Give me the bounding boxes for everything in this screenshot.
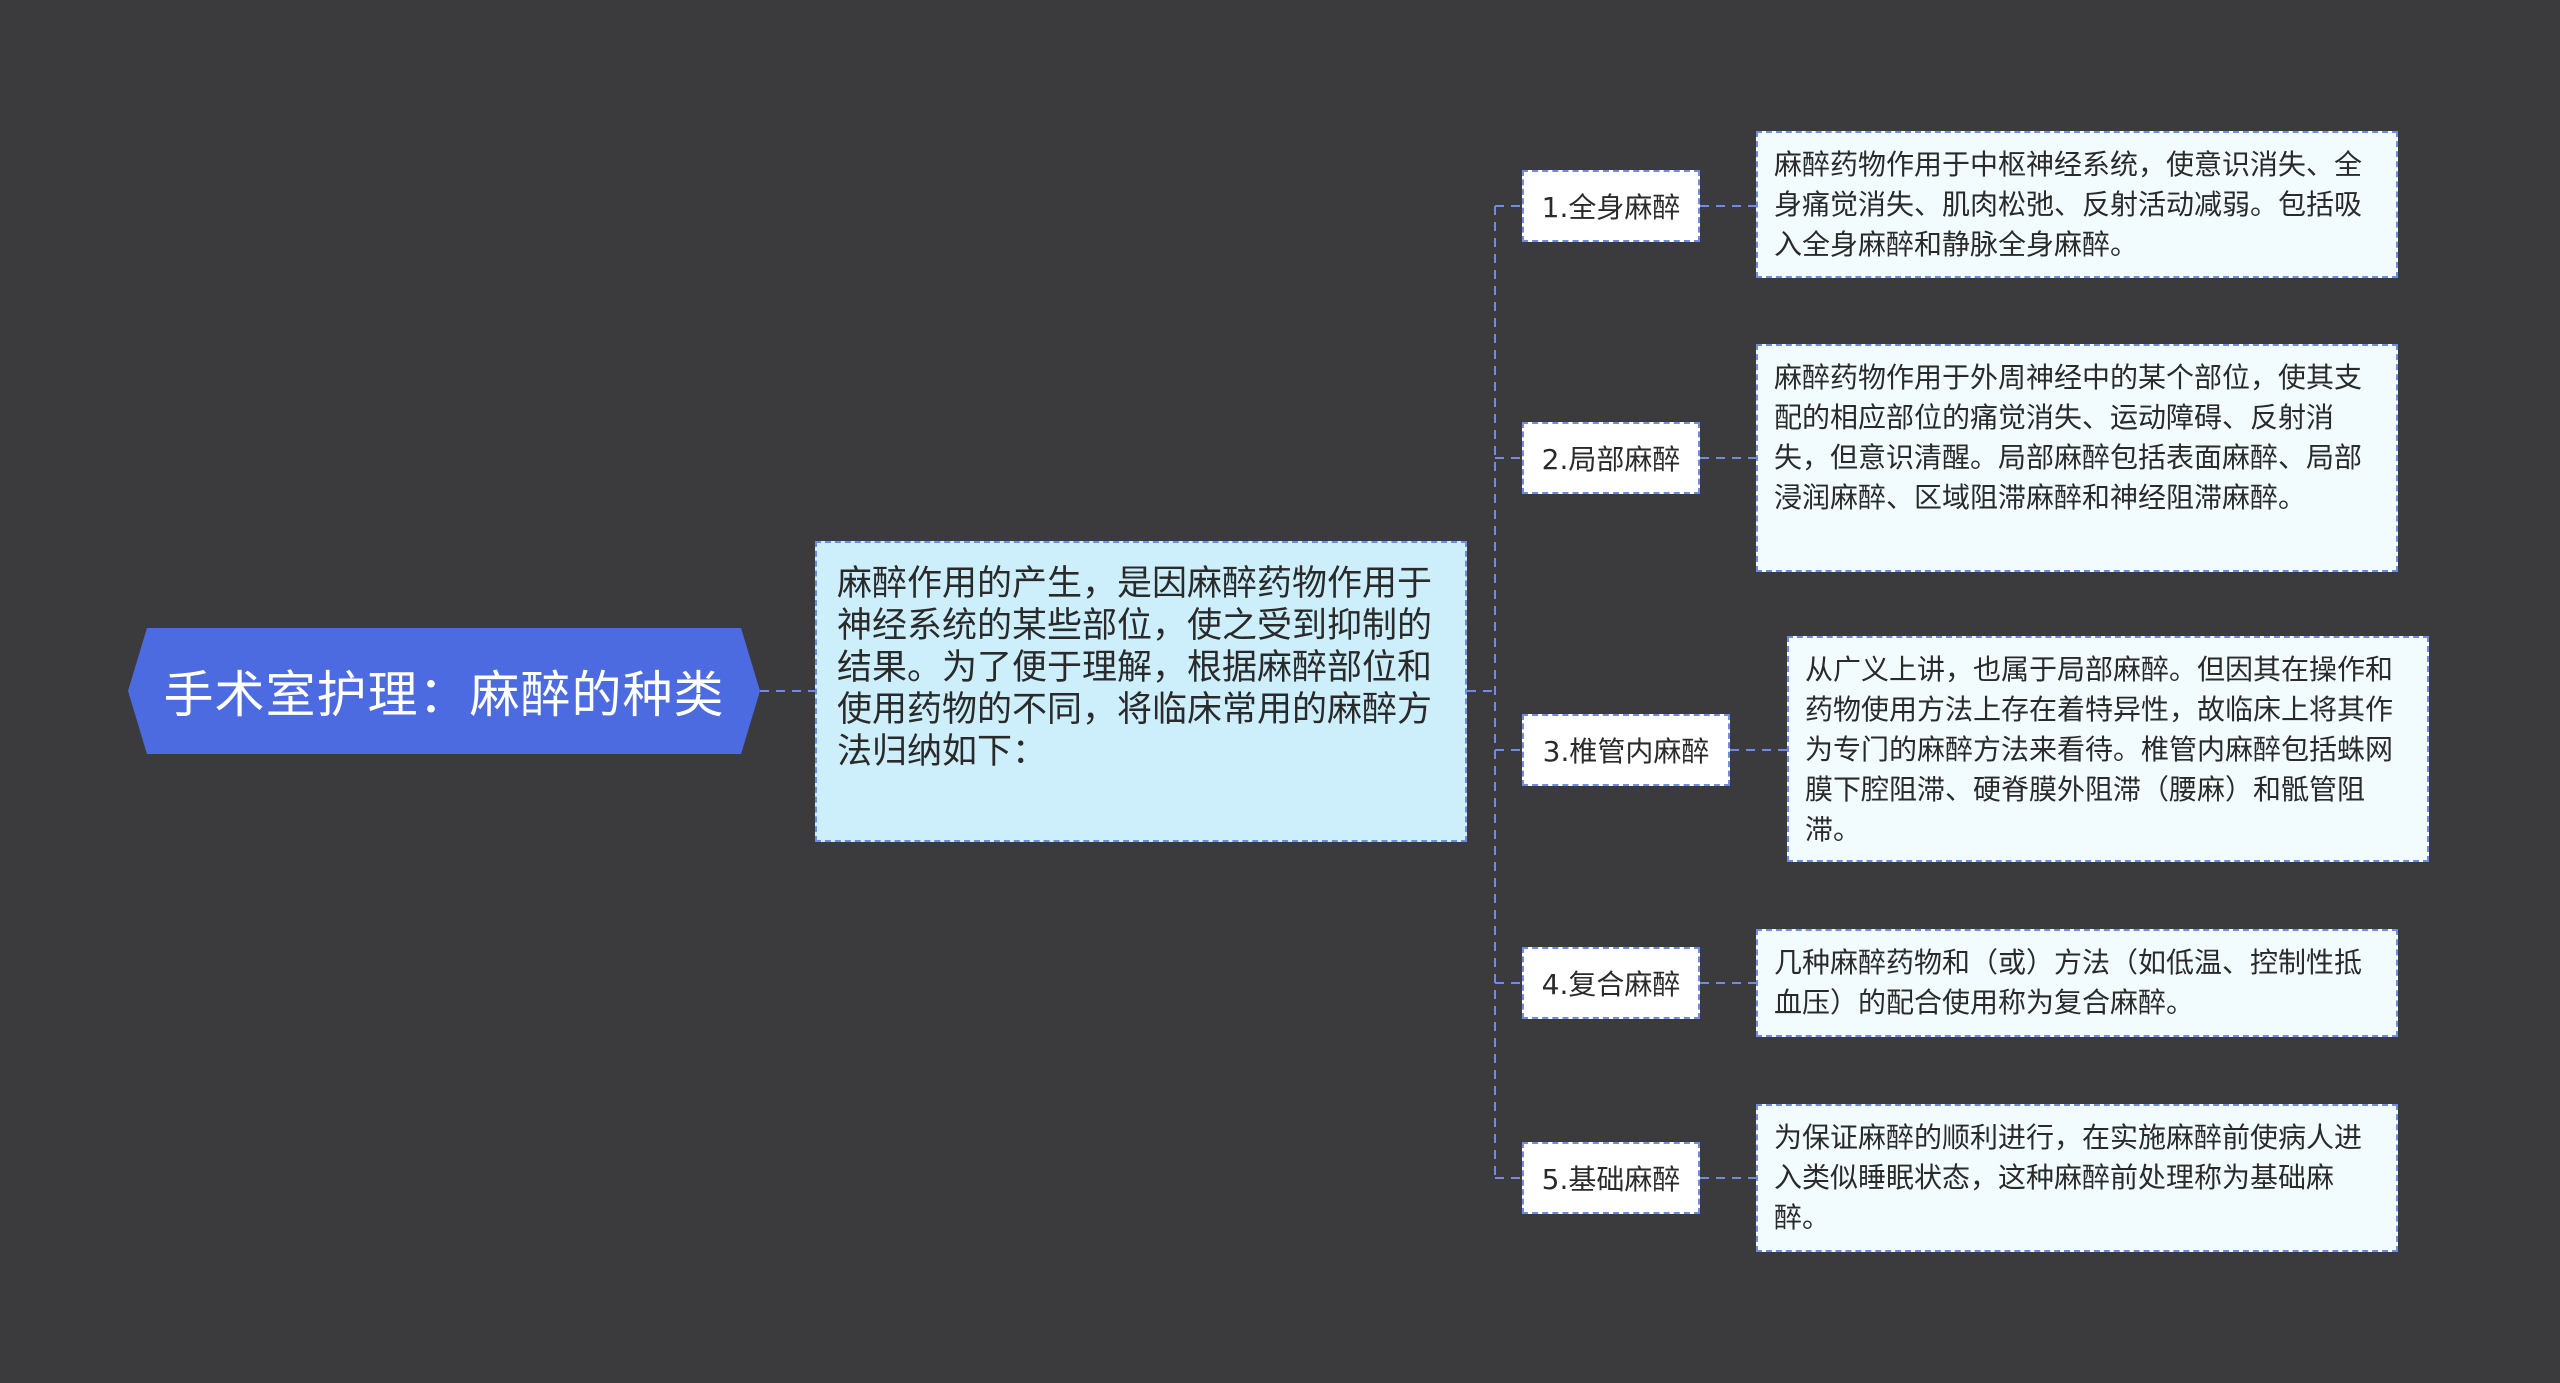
root-topic[interactable]: 手术室护理：麻醉的种类 bbox=[128, 628, 760, 754]
detail-topic-intraspinal-anesthesia[interactable]: 从广义上讲，也属于局部麻醉。但因其在操作和药物使用方法上存在着特异性，故临床上将… bbox=[1787, 636, 2429, 862]
detail-topic-basal-anesthesia[interactable]: 为保证麻醉的顺利进行，在实施麻醉前使病人进入类似睡眠状态，这种麻醉前处理称为基础… bbox=[1756, 1104, 2398, 1252]
detail-topic-text: 几种麻醉药物和（或）方法（如低温、控制性抵血压）的配合使用称为复合麻醉。 bbox=[1774, 946, 2363, 1019]
detail-topic-text: 麻醉药物作用于外周神经中的某个部位，使其支配的相应部位的痛觉消失、运动障碍、反射… bbox=[1774, 361, 2363, 514]
detail-topic-text: 麻醉药物作用于中枢神经系统，使意识消失、全身痛觉消失、肌肉松弛、反射活动减弱。包… bbox=[1774, 148, 2363, 261]
detail-topic-combined-anesthesia[interactable]: 几种麻醉药物和（或）方法（如低温、控制性抵血压）的配合使用称为复合麻醉。 bbox=[1756, 929, 2398, 1037]
root-topic-label: 手术室护理：麻醉的种类 bbox=[163, 666, 725, 724]
detail-topic-general-anesthesia[interactable]: 麻醉药物作用于中枢神经系统，使意识消失、全身痛觉消失、肌肉松弛、反射活动减弱。包… bbox=[1756, 131, 2398, 278]
intro-topic-text: 麻醉作用的产生，是因麻醉药物作用于神经系统的某些部位，使之受到抑制的结果。为了便… bbox=[837, 564, 1433, 772]
branch-topic-label: 4.复合麻醉 bbox=[1541, 968, 1681, 1001]
branch-topic-label: 3.椎管内麻醉 bbox=[1542, 735, 1710, 768]
detail-topic-text: 为保证麻醉的顺利进行，在实施麻醉前使病人进入类似睡眠状态，这种麻醉前处理称为基础… bbox=[1774, 1121, 2363, 1234]
branch-topic-label: 5.基础麻醉 bbox=[1541, 1163, 1681, 1196]
branch-topic-label: 1.全身麻醉 bbox=[1541, 191, 1681, 224]
branch-topic-intraspinal-anesthesia[interactable]: 3.椎管内麻醉 bbox=[1522, 714, 1730, 786]
detail-topic-text: 从广义上讲，也属于局部麻醉。但因其在操作和药物使用方法上存在着特异性，故临床上将… bbox=[1805, 653, 2394, 846]
detail-topic-local-anesthesia[interactable]: 麻醉药物作用于外周神经中的某个部位，使其支配的相应部位的痛觉消失、运动障碍、反射… bbox=[1756, 344, 2398, 572]
branch-topic-combined-anesthesia[interactable]: 4.复合麻醉 bbox=[1522, 947, 1700, 1019]
intro-topic[interactable]: 麻醉作用的产生，是因麻醉药物作用于神经系统的某些部位，使之受到抑制的结果。为了便… bbox=[815, 541, 1467, 842]
branch-topic-basal-anesthesia[interactable]: 5.基础麻醉 bbox=[1522, 1142, 1700, 1214]
branch-topic-label: 2.局部麻醉 bbox=[1541, 443, 1681, 476]
branch-topic-general-anesthesia[interactable]: 1.全身麻醉 bbox=[1522, 170, 1700, 242]
branch-topic-local-anesthesia[interactable]: 2.局部麻醉 bbox=[1522, 422, 1700, 494]
